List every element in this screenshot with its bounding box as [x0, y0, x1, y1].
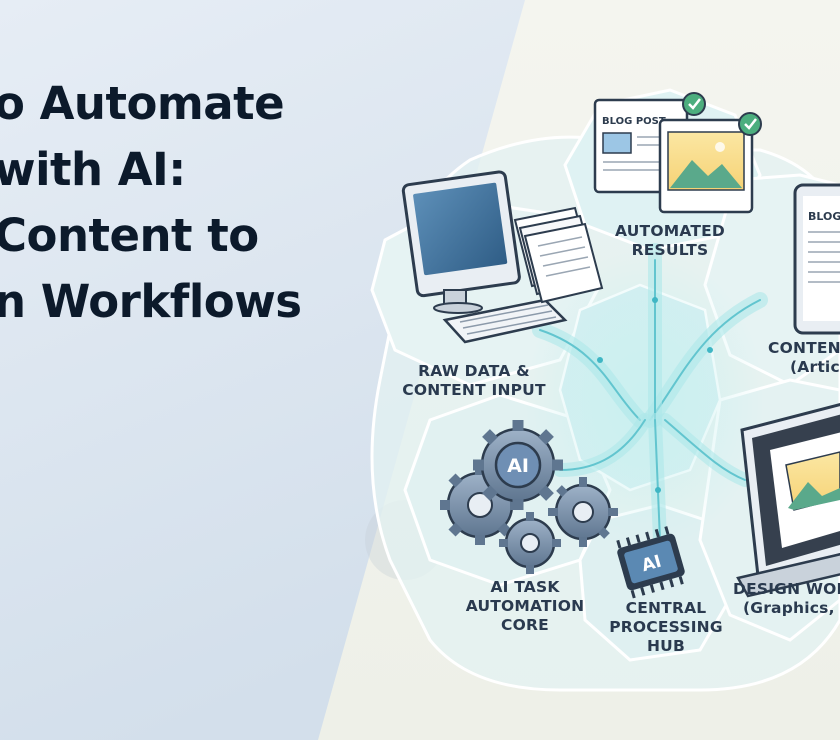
ai-chip-icon: AI — [616, 526, 685, 599]
circuit-paths — [525, 243, 768, 550]
image-card-icon — [658, 112, 762, 214]
blog-post-card-label: BLOG POST — [602, 116, 666, 127]
title-line-3: Content to — [0, 209, 259, 262]
blog-page-label: BLOG — [808, 210, 840, 223]
keyboard-icon — [442, 298, 568, 344]
raw-input-label: RAW DATA & CONTENT INPUT — [402, 362, 546, 399]
check-badge-icon-2 — [738, 112, 762, 136]
ai-gear-badge: AI — [507, 455, 529, 477]
title-line-1: o Automate — [0, 77, 285, 130]
check-badge-icon — [682, 92, 706, 116]
desktop-computer-icon — [401, 170, 521, 314]
gears-icon: AI — [440, 420, 618, 574]
content-label: CONTENT (Artic — [768, 339, 840, 376]
paper-stack-icon — [513, 206, 604, 304]
laptop-design-icon — [736, 403, 840, 598]
tablet-article-icon: BLOG — [793, 183, 840, 335]
hub-label: CENTRAL PROCESSING HUB — [609, 599, 723, 655]
background-left-panel — [0, 0, 525, 740]
results-label: AUTOMATED RESULTS — [615, 222, 725, 259]
design-label: DESIGN WOR (Graphics, U — [733, 580, 840, 617]
title-line-2: with AI: — [0, 143, 186, 196]
core-label: AI TASK AUTOMATION CORE — [465, 578, 585, 634]
title-line-4: n Workflows — [0, 275, 302, 328]
